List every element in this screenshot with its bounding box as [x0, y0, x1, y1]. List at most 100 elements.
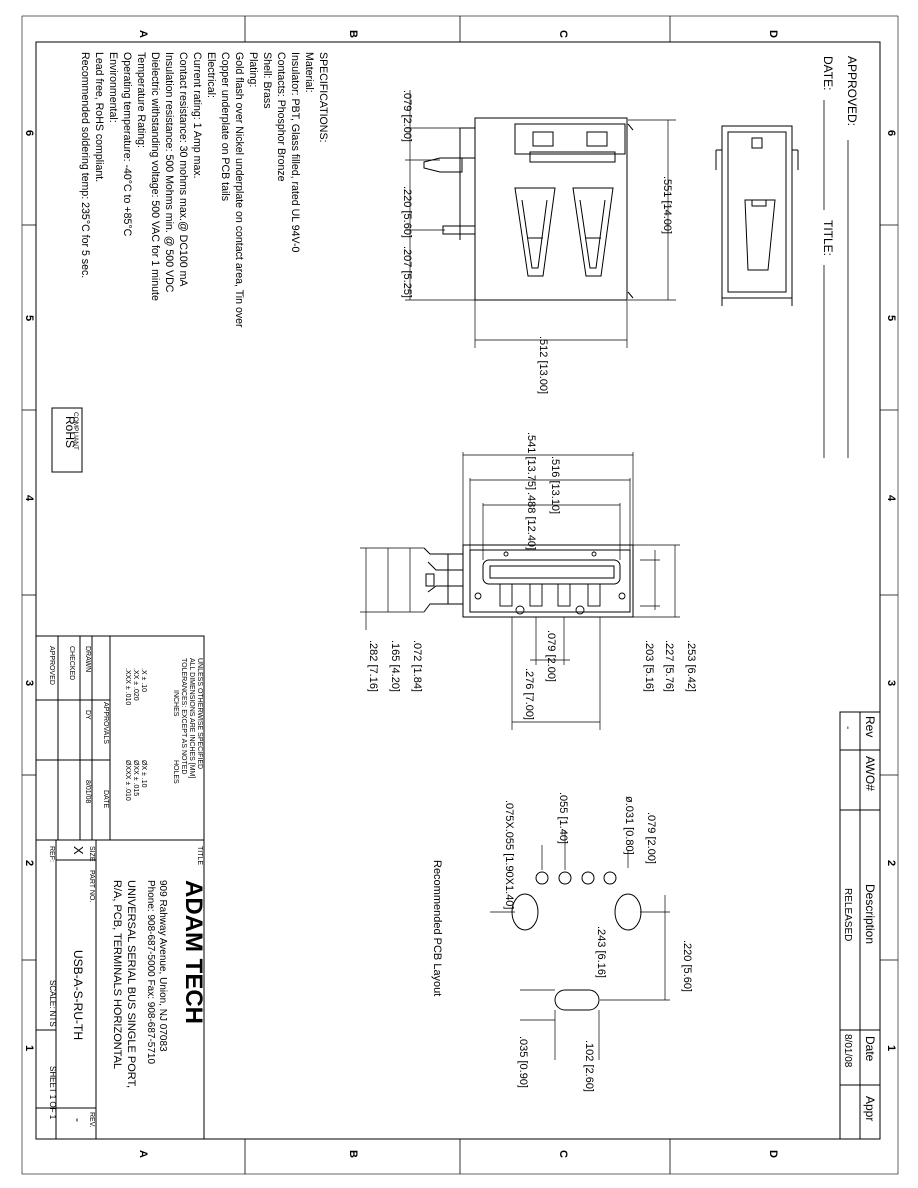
- date-value: 8/01/08: [842, 1034, 853, 1068]
- dim-tail-220: .220 [5.60]: [401, 186, 413, 238]
- zone-number-5-right: 5: [885, 315, 897, 321]
- zone-number-3: 3: [23, 680, 35, 686]
- company-address: 909 Rahway Avenue, Union, NJ 07083: [157, 880, 168, 1052]
- spec-line: Recommended soldering temp: 235°C for 5 …: [79, 52, 91, 278]
- side-view-dimension-text: .551 [14.00] .512 [13.00] .079 [2.00] .2…: [401, 90, 673, 394]
- side-view-dimensions: [405, 90, 676, 348]
- zone-letter-d-bottom: D: [767, 1150, 779, 1158]
- pcb-dim-035: .035 [0.90]: [517, 1036, 529, 1088]
- spec-line: Operating temperature: -40°C to +85°C: [121, 52, 133, 237]
- dim-282: .282 [7.16]: [367, 640, 379, 692]
- approval-block: APPROVED: DATE: TITLE:: [821, 56, 859, 458]
- spec-line: Temperature Rating:: [135, 52, 147, 148]
- ref-label: REF:: [48, 846, 55, 862]
- dim-227: .227 [5.76]: [663, 640, 675, 692]
- zone-letter-b: B: [347, 30, 359, 38]
- tol-xxx: .XXX ± .010: [124, 668, 131, 705]
- zone-letter-a: A: [137, 30, 149, 38]
- zone-number-4: 4: [23, 495, 35, 502]
- zone-number-6: 6: [23, 130, 35, 136]
- company-name: ADAM TECH: [180, 880, 207, 1024]
- pcb-pitch-079: .079 [2.00]: [645, 812, 657, 864]
- spec-line: Contact resistance: 30 mohms max.@ DC100…: [177, 52, 189, 287]
- tol-line-2: ALL DIMENSIONS ARE INCHES [MM]: [188, 658, 195, 778]
- approved-label: APPROVED:: [845, 56, 859, 126]
- tol-hxx: ØXX ± .015: [132, 760, 139, 796]
- part-number: USB-A-S-RU-TH: [71, 950, 85, 1040]
- appr-header: Appr: [863, 1096, 877, 1121]
- tol-hx: ØX ± .10: [140, 760, 147, 788]
- zone-number-3-right: 3: [885, 680, 897, 686]
- zone-number-6-right: 6: [885, 130, 897, 136]
- dim-488: .488 [12.40]: [525, 492, 537, 550]
- end-view-drawing: [715, 125, 799, 306]
- spec-line: Plating:: [247, 52, 259, 87]
- pcb-layout-drawing: [511, 871, 642, 1011]
- tol-line-1: UNLESS OTHERWISE SPECIFIED: [196, 658, 203, 769]
- zone-number-1-right: 1: [885, 1045, 897, 1051]
- spec-line: Contacts: Phosphor Bronze: [275, 52, 287, 182]
- zone-letter-c-bottom: C: [557, 1150, 569, 1158]
- title-field-label: TITLE: [196, 846, 203, 865]
- tol-x: .X ± .10: [140, 668, 147, 692]
- drawn-date: 8/01/08: [84, 780, 91, 803]
- drawn-label: DRAWN: [84, 646, 91, 672]
- rev-header: Rev: [863, 716, 877, 737]
- zone-labels: A B C D A B C D 6 5 4 3 2 1 6 5 4 3 2 1: [23, 30, 897, 1158]
- zone-number-2: 2: [23, 860, 35, 866]
- size-label: SIZE: [88, 846, 95, 862]
- dim-overall-width: .551 [14.00]: [661, 176, 673, 234]
- dim-253: .253 [6.42]: [685, 640, 697, 692]
- approvals-date-header: DATE: [102, 790, 109, 808]
- tol-line-3: TOLERANCES: EXCEPT AS NOTED: [180, 658, 187, 774]
- pcb-layout-dimensions: [490, 830, 670, 1060]
- date-header: Date: [863, 1036, 877, 1062]
- rev-value-tb: -: [71, 1118, 85, 1122]
- dim-pitch-079: .079 [2.00]: [545, 630, 557, 682]
- dim-072: .072 [1.84]: [411, 640, 423, 692]
- pcb-slot-size: .075X.055 [1.90X1.40]: [503, 800, 515, 909]
- spec-line: Lead free, RoHS compliant.: [93, 52, 105, 182]
- spec-line: Copper underplate on PCB tails: [219, 52, 231, 201]
- rohs-text: RoHS: [63, 416, 77, 448]
- zone-letter-c: C: [557, 30, 569, 38]
- pcb-layout-title: Recommended PCB Layout: [431, 860, 443, 996]
- title-label: TITLE:: [821, 220, 835, 256]
- pcb-dim-220: .220 [5.60]: [681, 940, 693, 992]
- size-value: X: [71, 846, 86, 855]
- spec-line: Insulation resistance: 500 Mohms min. @ …: [163, 52, 175, 293]
- revision-table: Rev AWO# Description Date Appr - RELEASE…: [839, 711, 881, 1140]
- zone-number-4-right: 4: [885, 495, 897, 502]
- part-no-label: PART NO.: [88, 870, 95, 902]
- company-phone: Phone: 908-687-5000 Fax: 908-687-5710: [145, 880, 156, 1064]
- dim-541: .541 [13.75]: [525, 432, 537, 490]
- spec-line: Current rating: 1 Amp max.: [191, 52, 203, 179]
- checked-label: CHECKED: [68, 646, 75, 680]
- sheet-text: SHEET 1 OF 1: [48, 1066, 57, 1120]
- rev-value: -: [842, 726, 853, 729]
- pcb-layout-text: Recommended PCB Layout ø.031 [0.80] .079…: [431, 792, 693, 1092]
- rohs-compliant-text: COMPLIANT: [72, 412, 79, 450]
- pcb-dim-102: .102 [2.60]: [583, 1040, 595, 1092]
- spec-line: Dielectric withstanding voltage: 500 VAC…: [149, 52, 161, 301]
- dim-tail-207: .207 [5.25]: [401, 246, 413, 298]
- tol-inches: INCHES: [172, 690, 179, 717]
- description-header: Description: [863, 884, 877, 944]
- dim-203: .203 [5.16]: [643, 640, 655, 692]
- spec-line: Insulator: PBT, Glass filled, rated UL 9…: [289, 52, 301, 253]
- spec-line: Gold flash over Nickel underplate on con…: [233, 52, 245, 328]
- spec-line: SPECIFICATIONS:: [317, 52, 329, 142]
- dim-tail-079: .079 [2.00]: [401, 90, 413, 142]
- rohs-badge: RoHS COMPLIANT: [51, 407, 83, 473]
- title-block-text: UNLESS OTHERWISE SPECIFIED ALL DIMENSION…: [48, 646, 207, 1128]
- dim-body-length: .512 [13.00]: [537, 336, 549, 394]
- spec-line: Shell: Brass: [261, 52, 273, 109]
- spec-line: Electrical:: [205, 52, 217, 98]
- dim-165: .165 [4.20]: [389, 640, 401, 692]
- front-view-drawing: [423, 544, 634, 618]
- pcb-pad-055: .055 [1.40]: [557, 792, 569, 844]
- description-value: RELEASED: [842, 888, 853, 941]
- pcb-hole-diameter: ø.031 [0.80]: [623, 796, 635, 855]
- tol-holes: HOLES: [172, 760, 179, 784]
